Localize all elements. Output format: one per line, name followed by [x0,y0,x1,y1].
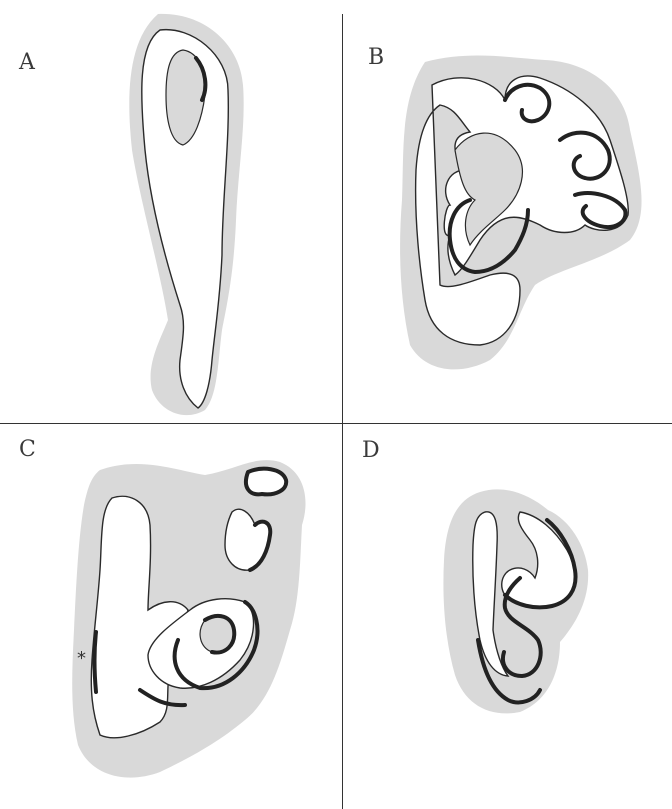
panel-b-shape [400,56,641,370]
panel-d-shape [443,489,588,713]
panel-c-thick-edge-5 [95,632,97,692]
panel-a-shape [129,14,243,415]
panel-c-shape [72,460,305,777]
asterisk-marker: * [77,650,86,668]
